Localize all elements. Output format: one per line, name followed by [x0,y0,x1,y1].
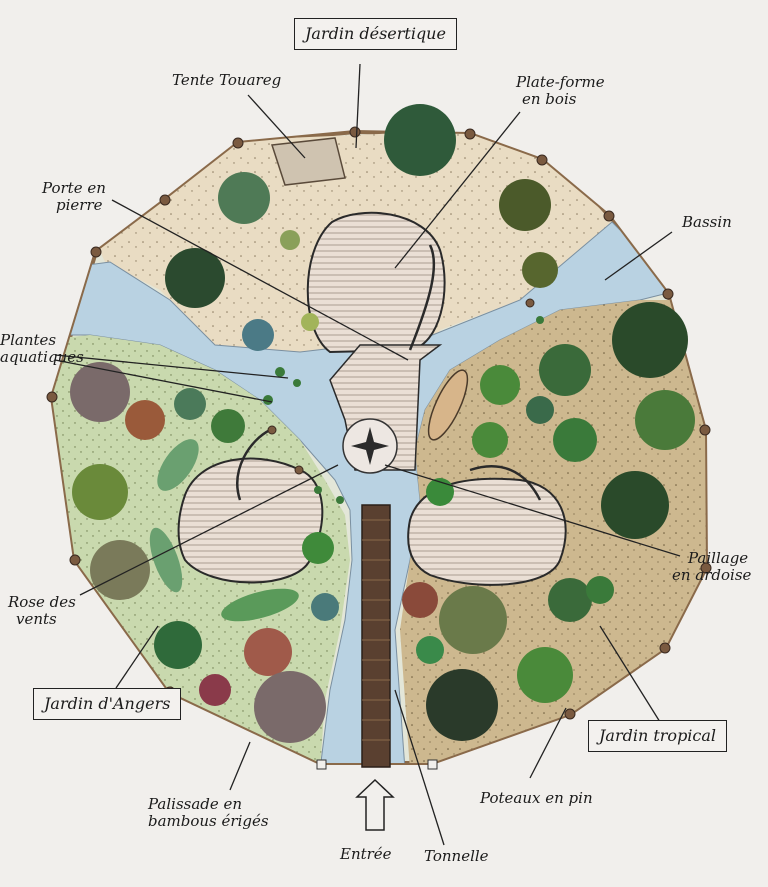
label-aquatic-plants: Plantes aquatiques [0,331,84,367]
label-stone-gate-line2: pierre [56,196,103,215]
tuareg-tent [271,137,346,186]
label-desert-garden: Jardin désertique [294,18,457,51]
left-deck [177,457,324,584]
label-tonnelle: Tonnelle [424,847,489,865]
label-wooden-platform: Plate-forme en bois [516,73,605,109]
boat [427,369,469,441]
label-stone-gate-line1: Porte en [42,179,106,197]
label-slate-mulch-line1: Paillage [688,549,749,567]
label-compass-rose: Rose des vents [8,593,76,629]
label-bamboo-palisade: Palissade en bambous érigés [148,795,269,831]
label-wooden-platform-line2: en bois [522,90,577,109]
label-compass-rose-line1: Rose des [8,593,76,611]
label-tuareg-tent: Tente Touareg [172,71,282,89]
leader-lines [54,63,681,846]
tropical-plants [402,302,695,741]
label-tropical-garden: Jardin tropical [588,720,728,753]
entrance-arrow [355,778,395,831]
label-bamboo-palisade-line2: bambous érigés [148,812,269,831]
aquatic-plants [263,316,544,504]
label-basin: Bassin [682,213,732,231]
compass-rose [342,418,398,474]
label-wooden-platform-line1: Plate-forme [516,73,605,91]
right-deck [407,477,567,586]
label-slate-mulch: Paillage en ardoise [672,549,752,585]
label-pine-posts: Poteaux en pin [480,789,593,807]
label-angers-garden: Jardin d'Angers [33,688,182,721]
label-slate-mulch-line2: en ardoise [672,566,752,585]
tonnelle-arbor [361,504,391,768]
label-compass-rose-line2: vents [16,610,57,629]
label-stone-gate: Porte en pierre [42,179,106,215]
label-entrance: Entrée [340,845,392,863]
angers-plants [70,362,339,743]
label-aquatic-plants-line2: aquatiques [0,348,84,367]
desert-plants [165,104,558,351]
slate-mulch [236,244,542,501]
label-bamboo-palisade-line1: Palissade en [148,795,243,813]
label-aquatic-plants-line1: Plantes [0,331,57,349]
